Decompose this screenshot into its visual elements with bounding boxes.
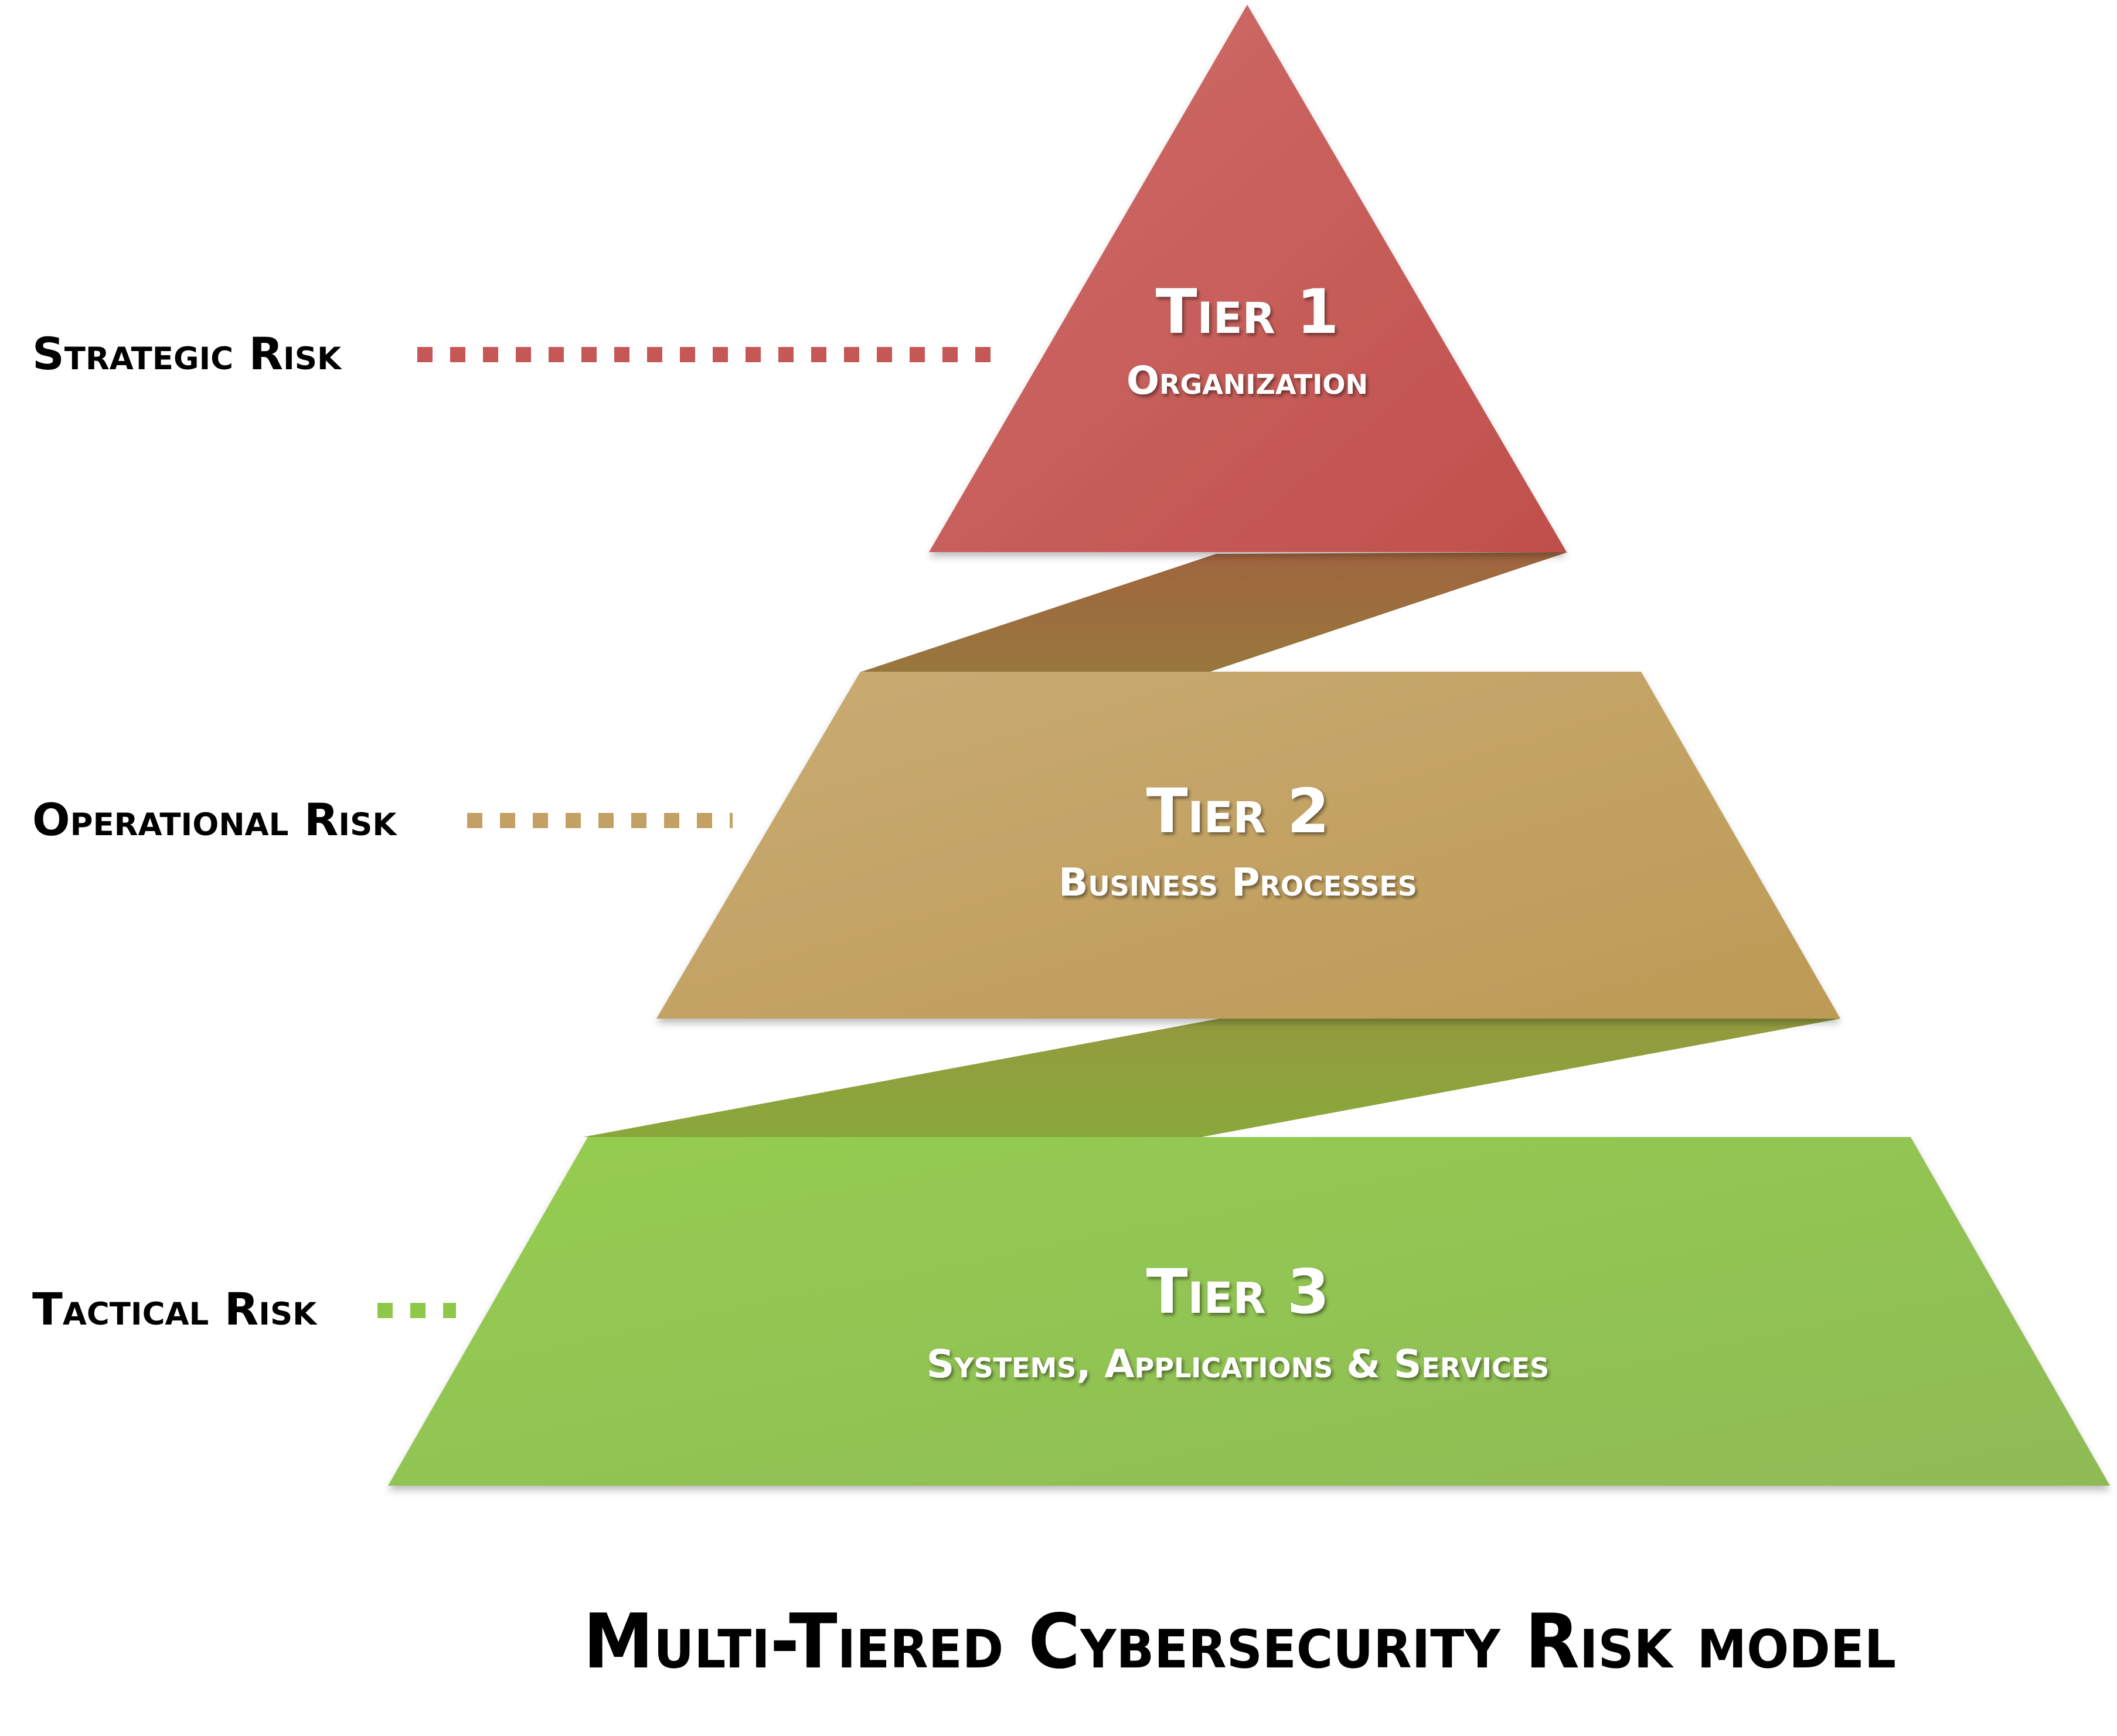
tier1-shape — [929, 5, 1567, 552]
tier2-subtitle: Business Processes — [1058, 860, 1417, 905]
strategic-risk-label: Strategic Risk — [32, 328, 342, 380]
tier1-tier2-connector — [862, 552, 1568, 672]
tier1-subtitle: Organization — [1126, 358, 1368, 403]
tier2-shape — [656, 672, 1840, 1019]
tier3-shape — [388, 1137, 2110, 1486]
diagram-title: Multi-Tiered Cybersecurity Risk model — [583, 1598, 1896, 1686]
tactical-risk-label: Tactical Risk — [32, 1283, 318, 1335]
tier3-subtitle: Systems, Applications & Services — [927, 1342, 1550, 1387]
tier2-title: Tier 2 — [1146, 775, 1330, 847]
tier2-tier3-connector — [583, 1019, 1840, 1137]
tier1-title: Tier 1 — [1156, 276, 1339, 348]
operational-risk-label: Operational Risk — [32, 794, 397, 846]
tier3-title: Tier 3 — [1146, 1256, 1330, 1327]
